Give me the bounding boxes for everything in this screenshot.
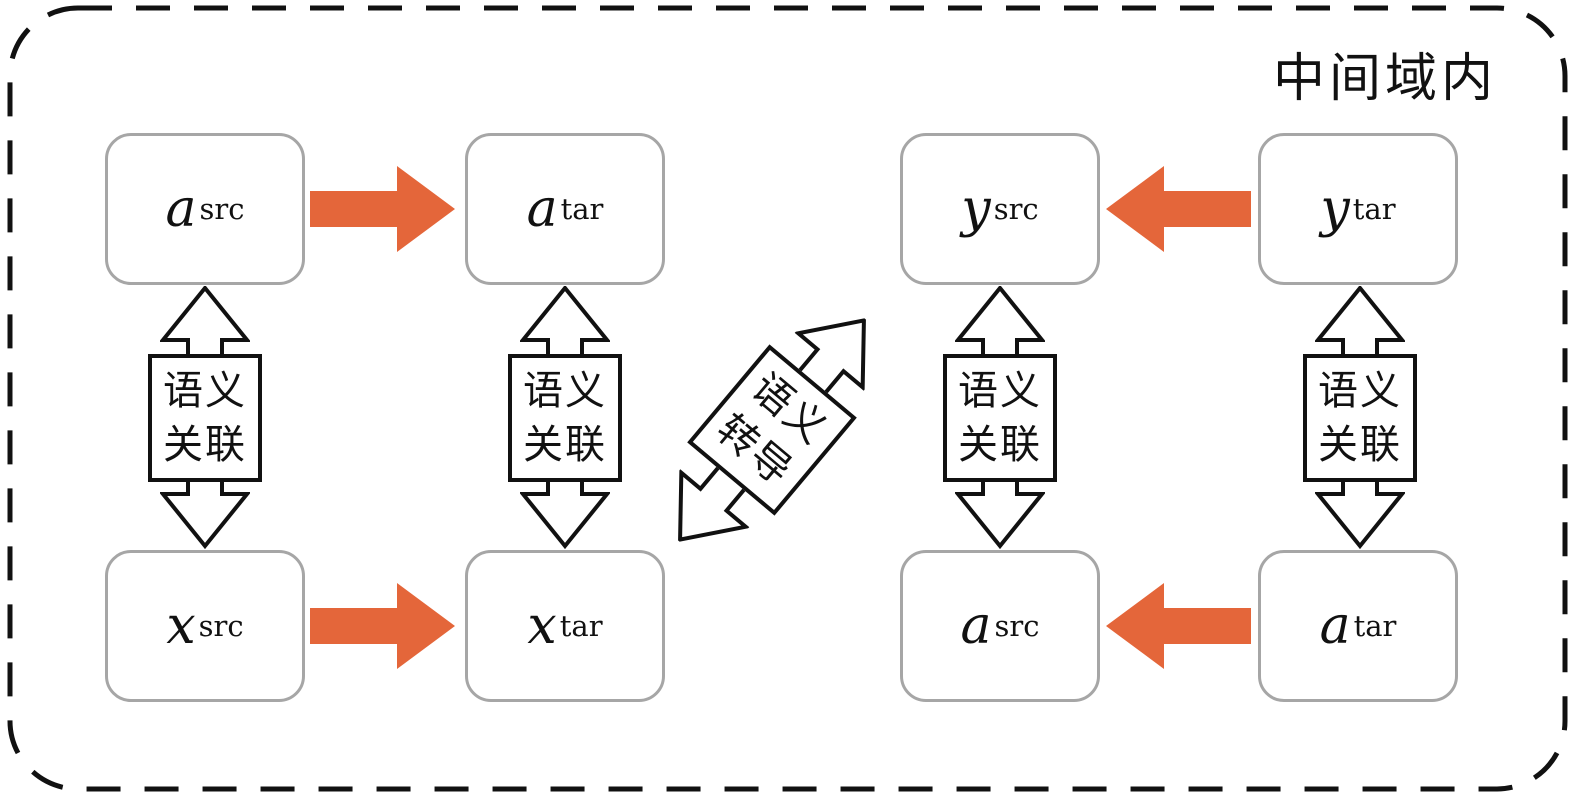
semantic-transduction-connector: 语义 转导 xyxy=(644,290,899,570)
math-base: a xyxy=(960,596,992,656)
left-arrow-shape xyxy=(1106,166,1251,252)
semantic-association-connector-2: 语义 关联 xyxy=(508,284,622,550)
label-line-1: 语义 xyxy=(163,369,247,413)
orange-arrow-y-tar-to-y-src xyxy=(1106,166,1251,252)
math-base: y xyxy=(961,179,991,239)
math-sup: src xyxy=(198,609,244,643)
orange-arrow-a-tar-to-a-src xyxy=(1106,583,1251,669)
semantic-association-connector-3: 语义 关联 xyxy=(943,284,1057,550)
label-line-2: 关联 xyxy=(163,423,247,467)
label-line-2: 关联 xyxy=(1318,423,1402,467)
math-base: a xyxy=(165,179,197,239)
math-base: a xyxy=(1319,596,1351,656)
semantic-association-label: 语义 关联 xyxy=(943,354,1057,482)
label-line-1: 语义 xyxy=(958,369,1042,413)
math-sup: tar xyxy=(559,609,603,643)
label-line-2: 关联 xyxy=(958,423,1042,467)
semantic-association-label: 语义 关联 xyxy=(148,354,262,482)
semantic-association-connector-4: 语义 关联 xyxy=(1303,284,1417,550)
math-sup: tar xyxy=(1352,192,1396,226)
math-sup: src xyxy=(993,192,1039,226)
math-sup: src xyxy=(994,609,1040,643)
semantic-association-label: 语义 关联 xyxy=(508,354,622,482)
math-base: a xyxy=(526,179,558,239)
math-sup: src xyxy=(199,192,245,226)
math-base: x xyxy=(166,596,196,656)
label-line-1: 语义 xyxy=(1318,369,1402,413)
label-line-2: 关联 xyxy=(523,423,607,467)
dashed-border-rect xyxy=(7,5,1568,792)
right-arrow-shape xyxy=(310,166,455,252)
left-arrow-shape xyxy=(1106,583,1251,669)
diagram-title: 中间域内 xyxy=(1272,50,1497,108)
math-base: y xyxy=(1320,179,1350,239)
label-line-1: 语义 xyxy=(523,369,607,413)
math-base: x xyxy=(527,596,557,656)
semantic-association-connector-1: 语义 关联 xyxy=(148,284,262,550)
orange-arrow-a-src-to-a-tar xyxy=(310,166,455,252)
right-arrow-shape xyxy=(310,583,455,669)
math-sup: tar xyxy=(1353,609,1397,643)
orange-arrow-x-src-to-x-tar xyxy=(310,583,455,669)
semantic-association-label: 语义 关联 xyxy=(1303,354,1417,482)
math-sup: tar xyxy=(560,192,604,226)
